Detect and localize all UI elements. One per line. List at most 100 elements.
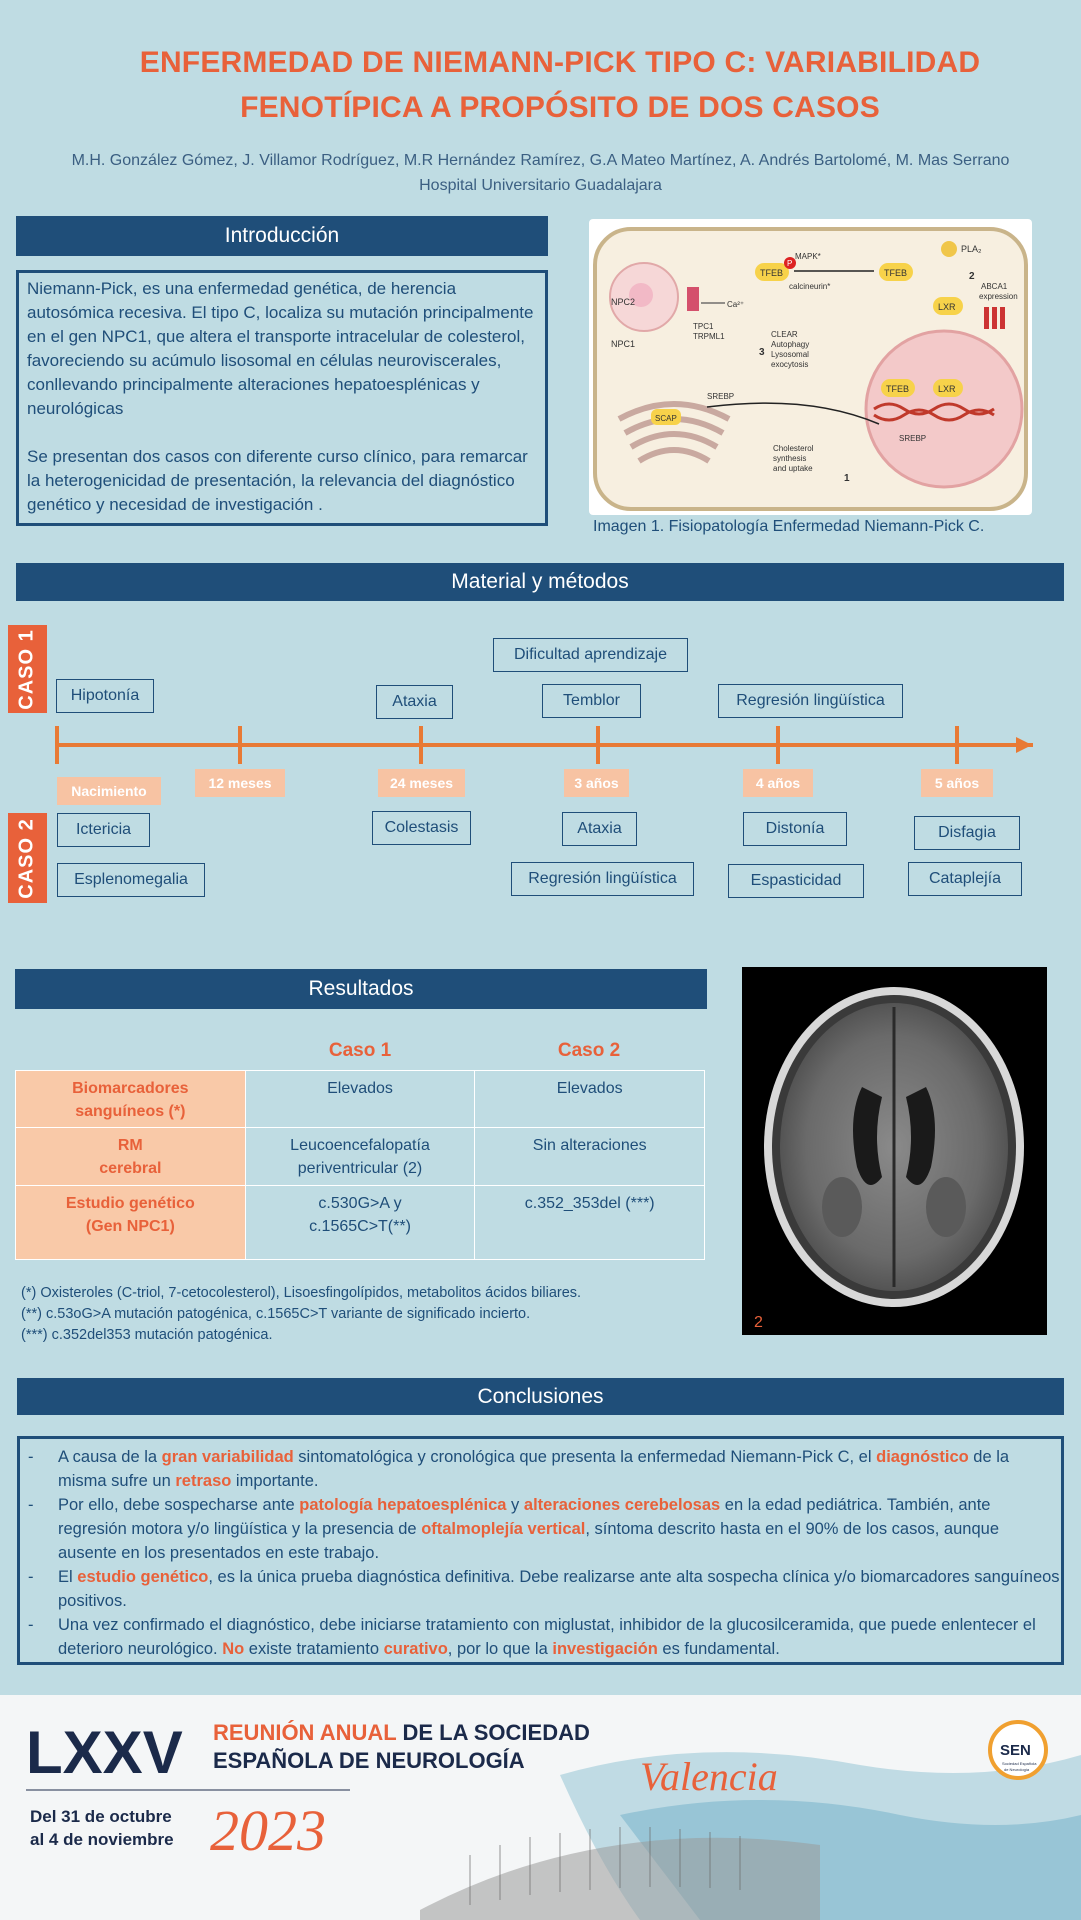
timeline-age: 3 años: [564, 769, 629, 797]
label-trpml1: TRPML1: [693, 332, 725, 341]
authors-block: M.H. González Gómez, J. Villamor Rodrígu…: [20, 148, 1061, 198]
results-col-caso1: Caso 1: [328, 1040, 392, 1061]
caso2-event: Disfagia: [914, 816, 1020, 850]
caso2-label: CASO 2: [16, 817, 38, 899]
conclusion-item: Por ello, debe sospecharse ante patologí…: [20, 1493, 1061, 1565]
caso2-event: Ictericia: [57, 813, 150, 847]
sen-logo: [988, 1720, 1048, 1780]
lxr-pill-2: [933, 379, 963, 397]
row-header: Estudio genético(Gen NPC1): [15, 1185, 246, 1260]
phospho-icon: [784, 257, 796, 269]
label-pla2: PLA₂: [961, 244, 982, 254]
label-npc2: NPC2: [611, 297, 635, 307]
banner-roman: LXXV: [26, 1719, 183, 1786]
intro-box: Niemann-Pick, es una enfermedad genética…: [16, 270, 548, 526]
banner-year: 2023: [210, 1798, 326, 1863]
label-lxr-2: LXR: [938, 384, 956, 394]
label-abca1: ABCA1: [981, 282, 1008, 291]
conclusions-box: A causa de la gran variabilidad sintomat…: [17, 1436, 1064, 1665]
conclusion-item: El estudio genético, es la única prueba …: [20, 1565, 1061, 1613]
cell-caso2: c.352_353del (***): [474, 1185, 705, 1260]
label-tfeb-2: TFEB: [884, 268, 907, 278]
results-notes: (*) Oxisteroles (C-triol, 7-cetocolester…: [21, 1283, 701, 1346]
title-line-2: FENOTÍPICA A PROPÓSITO DE DOS CASOS: [240, 91, 880, 124]
caso2-event: Cataplejía: [908, 862, 1022, 896]
dna-strand-2: [873, 408, 995, 422]
timeline-tick: [596, 726, 600, 764]
conclusion-item: Una vez confirmado el diagnóstico, debe …: [20, 1613, 1061, 1661]
caso2-tag: CASO 2: [8, 813, 47, 903]
banner-dates-1: Del 31 de octubre: [30, 1807, 172, 1826]
label-scap: SCAP: [655, 414, 677, 423]
timeline-tick: [238, 726, 242, 764]
mri-figure-number: 2: [754, 1314, 763, 1331]
note-1: (*) Oxisteroles (C-triol, 7-cetocolester…: [21, 1285, 582, 1301]
title-line-1: ENFERMEDAD DE NIEMANN-PICK TIPO C: VARIA…: [139, 46, 981, 79]
tfeb-pill-3: [881, 379, 915, 397]
label-uptake: and uptake: [773, 464, 813, 473]
label-exocytosis: exocytosis: [771, 360, 808, 369]
conference-banner: LXXV REUNIÓN ANUAL DE LA SOCIEDAD ESPAÑO…: [0, 1695, 1081, 1920]
label-lxr-1: LXR: [938, 302, 956, 312]
timeline-age: 12 meses: [195, 769, 285, 797]
label-calcineurin: calcineurin*: [789, 282, 830, 291]
timeline-tick: [55, 726, 59, 764]
label-step-2: 2: [969, 271, 975, 282]
caso2-event: Esplenomegalia: [57, 863, 205, 897]
authors: M.H. González Gómez, J. Villamor Rodrígu…: [71, 152, 1010, 169]
note-2: (**) c.53oG>A mutación patogénica, c.156…: [21, 1306, 531, 1322]
banner-city: Valencia: [640, 1754, 778, 1799]
cell-caso2: Sin alteraciones: [474, 1127, 705, 1186]
intro-heading: Introducción: [16, 216, 548, 256]
figure-caption: Imagen 1. Fisiopatología Enfermedad Niem…: [593, 518, 985, 535]
tfeb-pill-1: [755, 263, 789, 281]
label-tfeb-3: TFEB: [886, 384, 909, 394]
caso1-event: Temblor: [542, 684, 641, 718]
poster-title: ENFERMEDAD DE NIEMANN-PICK TIPO C: VARIA…: [60, 40, 1060, 130]
left-ventricle: [853, 1087, 882, 1185]
timeline-age: 4 años: [743, 769, 813, 797]
cell-caso2: Elevados: [474, 1070, 705, 1128]
timeline-age: 24 meses: [378, 769, 465, 797]
label-tpc1: TPC1: [693, 322, 714, 331]
timeline-tick: [419, 726, 423, 764]
timeline-age: Nacimiento: [57, 777, 161, 805]
timeline-arrow: [1016, 737, 1032, 753]
abca1-bar-1: [984, 307, 989, 329]
pathophysiology-diagram: NPC2 NPC1 TPC1 TRPML1 Ca²⁺ TFEB P MAPK* …: [593, 227, 1028, 511]
caso2-event: Distonía: [743, 812, 847, 846]
right-ventricle: [906, 1087, 935, 1185]
caso1-event: Hipotonía: [56, 679, 154, 713]
nucleus: [864, 329, 1024, 489]
label-step-1: 1: [844, 473, 850, 484]
caso2-event: Ataxia: [562, 812, 637, 846]
conclusions-list: A causa de la gran variabilidad sintomat…: [20, 1445, 1061, 1661]
arrow-srebp: [706, 402, 880, 425]
label-p: P: [787, 259, 792, 268]
results-col-caso2: Caso 2: [557, 1040, 621, 1061]
conclusion-item: A causa de la gran variabilidad sintomat…: [20, 1445, 1061, 1493]
sen-logo-sub-2: de Neurología: [1004, 1767, 1030, 1772]
npc2-protein: [629, 283, 653, 307]
banner-meeting-1a: REUNIÓN ANUAL DE LA SOCIEDAD: [213, 1720, 590, 1745]
label-clear: CLEAR: [771, 330, 798, 339]
label-calcium: Ca²⁺: [727, 300, 744, 309]
label-autophagy: Autophagy: [771, 340, 809, 349]
label-cholesterol: Cholesterol: [773, 444, 814, 453]
mri-image: 2: [742, 967, 1047, 1335]
note-3: (***) c.352del353 mutación patogénica.: [21, 1327, 273, 1343]
banner-dates-2: al 4 de noviembre: [30, 1830, 174, 1849]
right-thalamus: [926, 1177, 966, 1237]
affiliation: Hospital Universitario Guadalajara: [419, 177, 662, 194]
label-tfeb-1: TFEB: [760, 268, 783, 278]
results-heading: Resultados: [15, 969, 707, 1009]
pathophysiology-figure: NPC2 NPC1 TPC1 TRPML1 Ca²⁺ TFEB P MAPK* …: [589, 219, 1032, 515]
intro-text: Niemann-Pick, es una enfermedad genética…: [19, 273, 545, 521]
methods-heading: Material y métodos: [16, 563, 1064, 601]
